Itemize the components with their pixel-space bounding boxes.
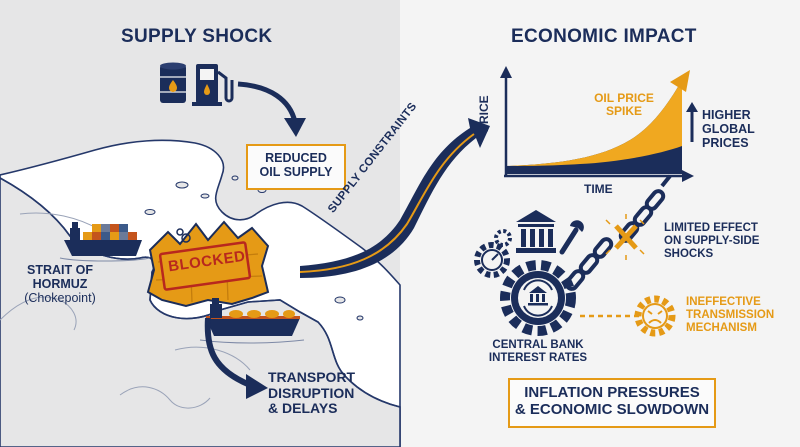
conclusion-label: INFLATION PRESSURES & ECONOMIC SLOWDOWN	[508, 384, 716, 419]
broken-chain-icon	[564, 174, 672, 291]
oil-price-spike-line-1: OIL PRICE	[594, 91, 654, 105]
transport-line-1: TRANSPORT	[268, 369, 356, 385]
supply-constraints-arrow	[299, 118, 490, 278]
wrench-icon	[559, 220, 584, 255]
oil-barrel-icon	[160, 62, 186, 103]
right-panel-background	[400, 0, 800, 447]
limited-effect-line-3: SHOCKS	[664, 247, 714, 260]
conclusion-line-1: INFLATION PRESSURES	[524, 384, 700, 401]
supply-shock-title: SUPPLY SHOCK	[121, 26, 273, 47]
reduced-supply-box	[246, 144, 346, 190]
transport-arrow	[204, 317, 268, 399]
cargo-ship-icon	[59, 222, 151, 262]
strait-label-line-2: HORMUZ	[32, 277, 88, 291]
blocked-wall	[146, 220, 270, 308]
bank-building-icon	[516, 210, 556, 253]
central-bank-line-2: INTEREST RATES	[488, 351, 588, 364]
price-chart	[500, 66, 698, 182]
ineffective-line-3: MECHANISM	[686, 321, 757, 334]
ineffective-label: INEFFECTIVE TRANSMISSION MECHANISM	[686, 296, 774, 335]
ineffective-line-1: INEFFECTIVE	[686, 296, 761, 308]
transport-line-3: & DELAYS	[268, 400, 338, 417]
reduced-supply-arrow	[237, 81, 306, 137]
ineffective-line-2: TRANSMISSION	[686, 308, 775, 321]
reduced-supply-line-2: OIL SUPPLY	[259, 165, 333, 179]
transport-line-2: DISRUPTION	[268, 384, 355, 401]
oil-price-spike-line-2: SPIKE	[605, 104, 642, 119]
price-spike-arrowhead	[670, 70, 690, 92]
higher-prices-line-1: HIGHER	[702, 108, 751, 122]
central-bank-label: CENTRAL BANK INTEREST RATES	[480, 339, 596, 365]
strait-label: STRAIT OF HORMUZ (Chokepoint)	[20, 263, 100, 305]
oil-price-spike-label: OIL PRICE SPIKE	[584, 91, 664, 119]
central-bank-line-1: CENTRAL BANK	[492, 339, 584, 351]
gear-icon	[474, 229, 512, 278]
higher-prices-line-2: GLOBAL	[702, 122, 755, 136]
strait-label-line-1: STRAIT OF	[27, 263, 93, 277]
price-spike-area	[507, 80, 682, 166]
cross-icon	[605, 214, 645, 260]
transport-label: TRANSPORT DISRUPTION & DELAYS	[268, 369, 356, 417]
higher-prices-label: HIGHER GLOBAL PRICES	[702, 108, 755, 150]
economic-impact-title: ECONOMIC IMPACT	[511, 26, 697, 47]
blocked-sign	[158, 241, 252, 291]
limited-effect-line-1: LIMITED EFFECT	[664, 222, 758, 234]
central-bank-gear-icon	[500, 260, 576, 336]
reduced-supply-label: REDUCED OIL SUPPLY	[246, 151, 346, 179]
limited-effect-label: LIMITED EFFECT ON SUPPLY-SIDE SHOCKS	[664, 222, 759, 261]
chart-ylabel: PRICE	[477, 95, 491, 132]
limited-effect-line-2: ON SUPPLY-SIDE	[664, 234, 760, 247]
higher-prices-line-3: PRICES	[702, 136, 749, 150]
strait-note: (Chokepoint)	[24, 291, 96, 305]
chart-xlabel: TIME	[584, 182, 613, 196]
conclusion-line-2: & ECONOMIC SLOWDOWN	[514, 400, 710, 418]
reduced-supply-line-1: REDUCED	[265, 151, 327, 165]
conclusion-box	[508, 378, 716, 428]
frustrated-face-gear-icon	[634, 295, 676, 337]
fuel-pump-icon	[192, 64, 234, 106]
